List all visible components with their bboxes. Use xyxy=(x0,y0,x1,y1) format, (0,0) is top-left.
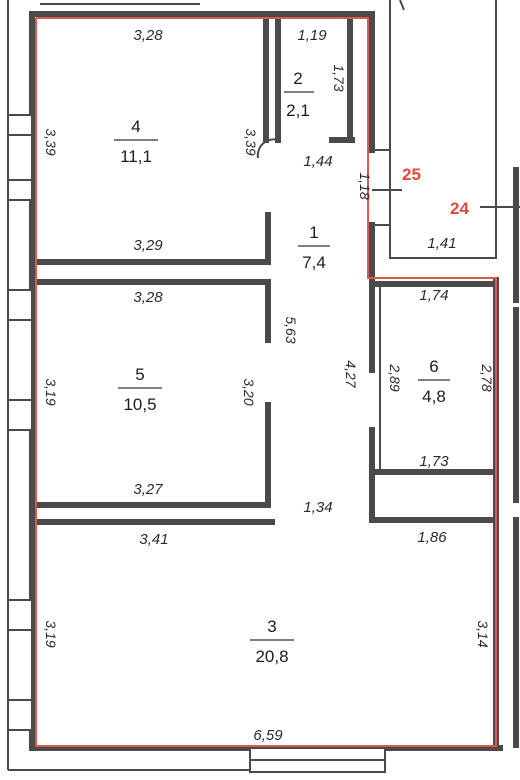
room-1-number: 1 xyxy=(309,223,318,242)
room-6-number: 6 xyxy=(429,357,438,376)
room-6-area: 4,8 xyxy=(422,387,446,406)
room-2-area: 2,1 xyxy=(286,101,310,120)
dimension-labels: 3,28 3,29 1,19 1,44 1,41 3,28 3,27 1,74 … xyxy=(133,27,456,744)
interior-walls xyxy=(29,11,499,525)
room-labels: 1 7,4 2 2,1 3 20,8 4 11,1 5 10,5 6 4,8 xyxy=(114,69,450,666)
room-2-number: 2 xyxy=(293,69,302,88)
window-room-4 xyxy=(7,114,33,201)
dim-r5-top: 3,28 xyxy=(133,289,163,306)
dim-r6-left: 2,89 xyxy=(387,363,403,391)
dim-r3-top-right: 1,86 xyxy=(417,529,447,546)
window-room-5 xyxy=(7,289,33,431)
dim-corridor-d: 1,34 xyxy=(303,499,332,516)
shaft-outline xyxy=(389,0,497,259)
neighbor-flat-24: 24 xyxy=(450,199,469,218)
apartment-outline xyxy=(35,17,497,747)
dim-shaft-bottom: 1,41 xyxy=(427,235,456,252)
dim-r5-bottom: 3,27 xyxy=(133,481,163,498)
windows xyxy=(7,114,386,773)
stair-shaft xyxy=(372,0,520,748)
dim-r6-bottom: 1,73 xyxy=(419,453,449,470)
dim-r5-right: 3,20 xyxy=(241,378,257,405)
dim-r6-top: 1,74 xyxy=(419,287,448,304)
room-3-number: 3 xyxy=(267,617,276,636)
window-room-3-side xyxy=(7,599,33,731)
room-4-number: 4 xyxy=(131,117,140,136)
neighbor-flat-25: 25 xyxy=(402,165,421,184)
dim-corridor-b: 5,63 xyxy=(283,316,299,343)
dim-r3-left: 3,19 xyxy=(43,620,59,647)
room-4-area: 11,1 xyxy=(120,147,152,166)
dim-r2-bottom: 1,44 xyxy=(303,153,332,170)
dim-r4-top: 3,28 xyxy=(133,27,163,44)
door-swing-room-2 xyxy=(256,138,279,159)
dimension-labels-vertical: 3,39 3,39 1,73 1,18 5,63 4,27 3,19 3,20 … xyxy=(43,64,495,647)
room-1-area: 7,4 xyxy=(302,253,326,272)
dim-r3-bottom: 6,59 xyxy=(253,727,283,744)
dim-corridor-c: 4,27 xyxy=(343,360,359,388)
dim-r4-left: 3,39 xyxy=(43,128,59,155)
room-3-area: 20,8 xyxy=(255,647,288,666)
dim-corridor-a: 1,18 xyxy=(357,172,373,199)
dim-r2-right: 1,73 xyxy=(331,64,347,91)
dim-r2-top: 1,19 xyxy=(297,27,327,44)
dim-r3-right: 3,14 xyxy=(475,620,491,647)
room-5-area: 10,5 xyxy=(123,395,156,414)
dim-r6-right: 2,78 xyxy=(479,363,495,391)
dim-r4-right: 3,39 xyxy=(243,128,259,155)
neighbor-flat-numbers: 25 24 xyxy=(402,165,469,218)
dim-r5-left: 3,19 xyxy=(43,378,59,405)
room-5-number: 5 xyxy=(135,365,144,384)
dim-r4-bottom: 3,29 xyxy=(133,237,163,254)
dim-r3-top-left: 3,41 xyxy=(139,531,168,548)
